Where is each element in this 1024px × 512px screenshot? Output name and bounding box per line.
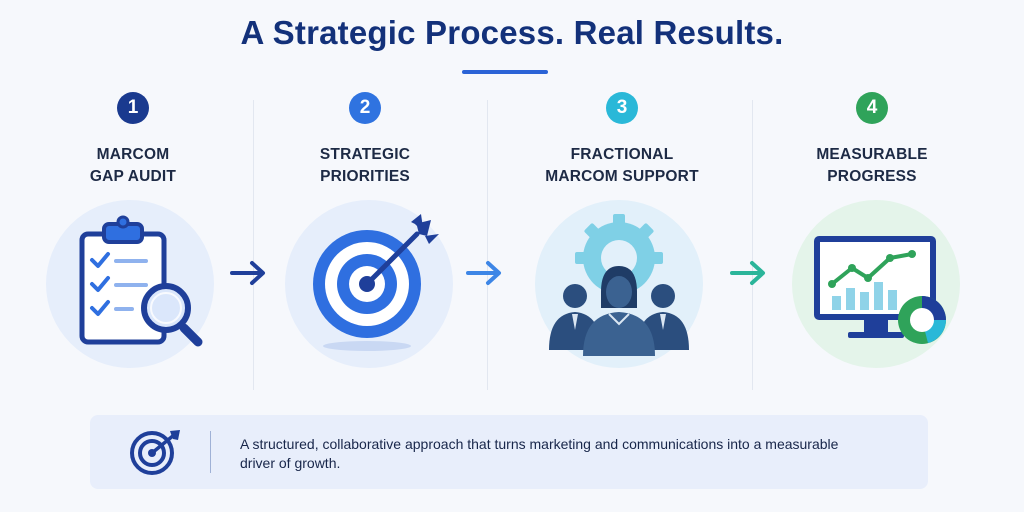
step-3-number-badge: 3 <box>606 92 638 124</box>
monitor-chart-icon <box>792 200 960 368</box>
step-2: 2 STRATEGIC PRIORITIES <box>265 92 465 188</box>
step-2-label: STRATEGIC PRIORITIES <box>319 146 411 185</box>
step-3: 3 FRACTIONAL MARCOM SUPPORT <box>522 92 722 188</box>
step-divider <box>752 100 753 390</box>
step-1-number-badge: 1 <box>117 92 149 124</box>
step-4-number-badge: 4 <box>856 92 888 124</box>
step-3-label: FRACTIONAL MARCOM SUPPORT <box>545 146 699 185</box>
arrow-right-icon <box>466 261 501 285</box>
summary-separator <box>210 431 211 473</box>
summary-text: A structured, collaborative approach tha… <box>240 436 839 471</box>
step-4-label: MEASURABLE PROGRESS <box>816 146 928 185</box>
step-divider <box>253 100 254 390</box>
step-2-number-badge: 2 <box>349 92 381 124</box>
step-1-label: MARCOM GAP AUDIT <box>89 146 177 185</box>
step-1: 1 MARCOM GAP AUDIT <box>33 92 233 188</box>
team-gear-icon <box>535 200 703 368</box>
step-divider <box>487 100 488 390</box>
target-arrow-icon <box>130 430 180 475</box>
target-arrow-icon <box>285 200 453 368</box>
summary-box: A structured, collaborative approach tha… <box>90 415 928 489</box>
page-title: A Strategic Process. Real Results. <box>240 14 784 51</box>
clipboard-magnifier-icon <box>46 200 214 368</box>
step-4: 4 MEASURABLE PROGRESS <box>772 92 972 188</box>
title-underline <box>462 70 548 74</box>
arrow-right-icon <box>230 261 265 285</box>
arrow-right-icon <box>730 261 765 285</box>
